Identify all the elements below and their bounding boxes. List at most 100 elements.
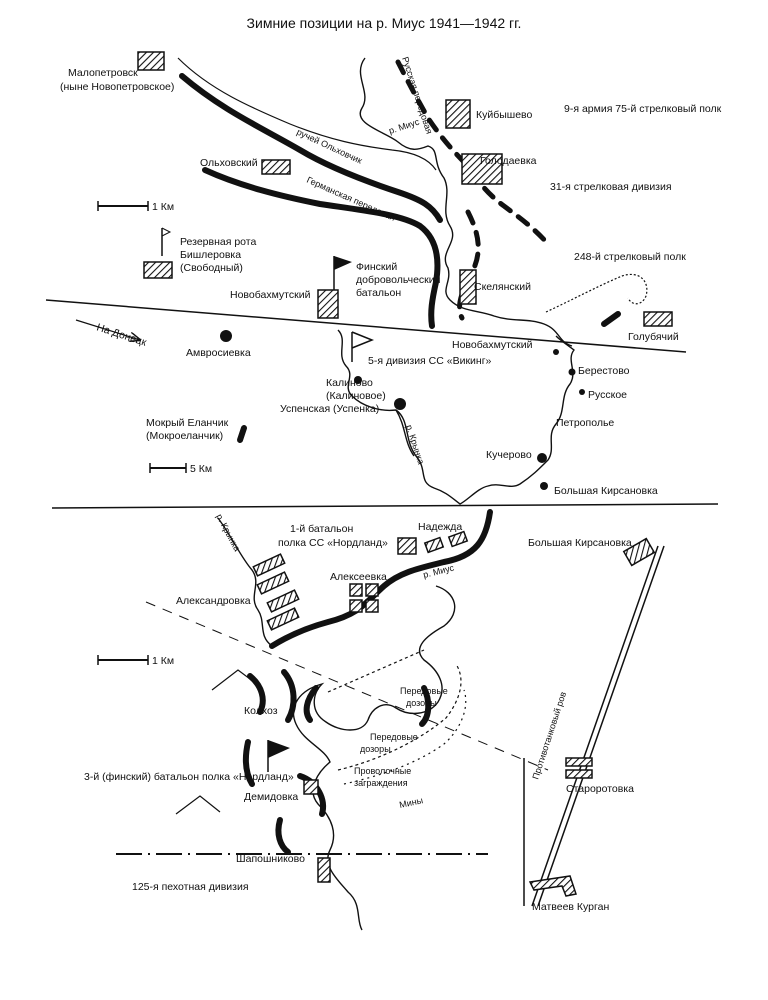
defense-line-4 [297,773,326,817]
town-malopetrovsk [137,51,165,71]
defense-line-2 [281,669,297,723]
label-golodaevka: Голодаевка [480,155,537,167]
label-bolshaya-kirsanovka-2: Большая Кирсановка [554,485,658,497]
label-novobakhmutsky-1: Новобахмутский [230,289,311,301]
antitank-ditch-line [531,545,659,907]
town-olkhovsky [261,159,291,175]
label-infantry-125: 125-я пехотная дивизия [132,881,249,893]
scale-bar-5km: 5 Км [149,463,212,475]
town-starorotovka [565,757,593,779]
town-golodaevka [461,153,503,185]
town-bishlerovka [143,261,173,279]
town-nadezhda [397,530,469,555]
label-regiment-248: 248-й стрелковый полк [574,251,686,263]
label-malopetrovsk-alt: (ныне Новопетровское) [60,81,174,93]
river-mius-middle [337,329,575,505]
town-mokry-elanchik [237,425,247,443]
creek-olkhovchik [179,73,443,223]
town-ambrosievka [220,330,232,342]
antitank-ditch-line-2 [537,545,665,907]
flag-icon [333,256,352,290]
label-river-mius: р. Миус [388,117,421,136]
chevron-mark-2 [175,795,221,815]
section-divider-1 [45,299,687,353]
label-starorotovka: Староротовка [566,783,634,795]
label-bolshaya-kirsanovka-3: Большая Кирсановка [528,537,632,549]
river-mius-lower-meander [292,585,456,931]
label-mokry-1: Мокрый Еланчик [146,417,229,429]
label-golubyachy: Голубячий [628,331,679,343]
label-nadezhda: Надежда [418,521,462,533]
label-wire-2: заграждения [354,778,408,788]
river-mius-lower [269,509,493,649]
town-aleksandrovka [252,553,300,631]
label-finnish-1: Финский [356,261,397,273]
label-nordland-3: 3-й (финский) батальон полка «Нордланд» [84,771,294,783]
scale-label-5km: 5 Км [190,463,212,475]
label-ss-viking: 5-я дивизия СС «Викинг» [368,355,492,367]
label-shaposhnikovo: Шапошниково [236,853,305,865]
chevron-mark-1 [211,669,263,691]
town-golubyachy [643,311,673,327]
label-wire-1: Проволочные [354,766,411,776]
label-nordland-1-a: 1-й батальон [290,523,353,535]
river-mius-upper [359,57,573,347]
reserve-flag-icon [161,227,172,256]
creek-olkhovchik-bank [177,57,437,171]
town-kalinovo [354,376,362,384]
label-petropole: Петрополье [556,417,614,429]
town-novobakhmutsky-1 [317,289,339,319]
section-divider-2 [51,503,719,509]
german-front-line [202,167,441,329]
nordland-flag-icon [267,740,290,772]
town-novobakhmutsky-2 [553,349,559,355]
town-russkoe [579,389,585,395]
label-mokry-2: (Мокроеланчик) [146,430,223,442]
regiment-248-position [545,273,648,313]
label-matveev-kurgan: Матвеев Курган [532,901,609,913]
label-berestovo: Берестово [578,365,630,377]
defense-line-kolkhoz [247,673,266,715]
town-bolshaya-kirsanovka-3 [622,537,656,567]
label-mines: Мины [398,795,424,810]
arrow-to-donetsk [75,319,140,340]
section-3-detail-map: 1 Км 1-й батальон полка СС «Нордланд» На… [84,509,665,931]
scale-bar-1km-lower: 1 Км [97,655,174,667]
town-alekseevka [349,583,379,613]
label-reserve-2: Бишлеровка [180,249,241,261]
label-army: 9-я армия 75-й стрелковый полк [564,103,722,115]
label-demidovka: Демидовка [244,791,298,803]
town-kuybyshevo [445,99,471,129]
scale-bar-1km: 1 Км [97,201,174,213]
river-krynka-lower [217,517,273,647]
label-river-krynka-2: р. Крынка [404,424,426,466]
defense-line-3 [242,739,255,787]
town-kucherovo [537,453,547,463]
label-ambrosievka: Амвросиевка [186,347,251,359]
label-russkoe: Русское [588,389,627,401]
defense-line-6 [303,685,319,723]
defense-line-7 [419,685,432,727]
town-shaposhnikovo [317,857,331,883]
label-division-31: 31-я стрелковая дивизия [550,181,672,193]
label-finnish-3: батальон [356,287,401,299]
label-nordland-1-b: полка СС «Нордланд» [278,537,388,549]
label-river-krynka-3: р. Крынка [214,512,242,553]
label-aleksandrovka: Александровка [176,595,251,607]
town-skelyansky [459,269,477,305]
label-antitank-ditch: Противотанковый ров [530,690,568,780]
ss-viking-flag-icon [351,331,375,362]
label-creek: ручей Ольховчик [295,127,364,166]
scale-label: 1 Км [152,201,174,213]
map-title: Зимние позиции на р. Миус 1941—1942 гг. [247,15,522,31]
wire-obstacles [327,649,462,771]
mines-line [343,689,467,785]
section-2-overview-map: 5 Км На Донецк Амвросиевка Новобахмутски… [75,319,658,505]
town-berestovo [568,368,576,376]
label-patrols-1-b: дозоры [406,698,437,708]
label-reserve-3: (Свободный) [180,262,243,274]
regiment-248-block [601,311,621,327]
scale-label-lower: 1 Км [152,655,174,667]
label-kalinovo-2: (Калиновое) [326,390,386,402]
